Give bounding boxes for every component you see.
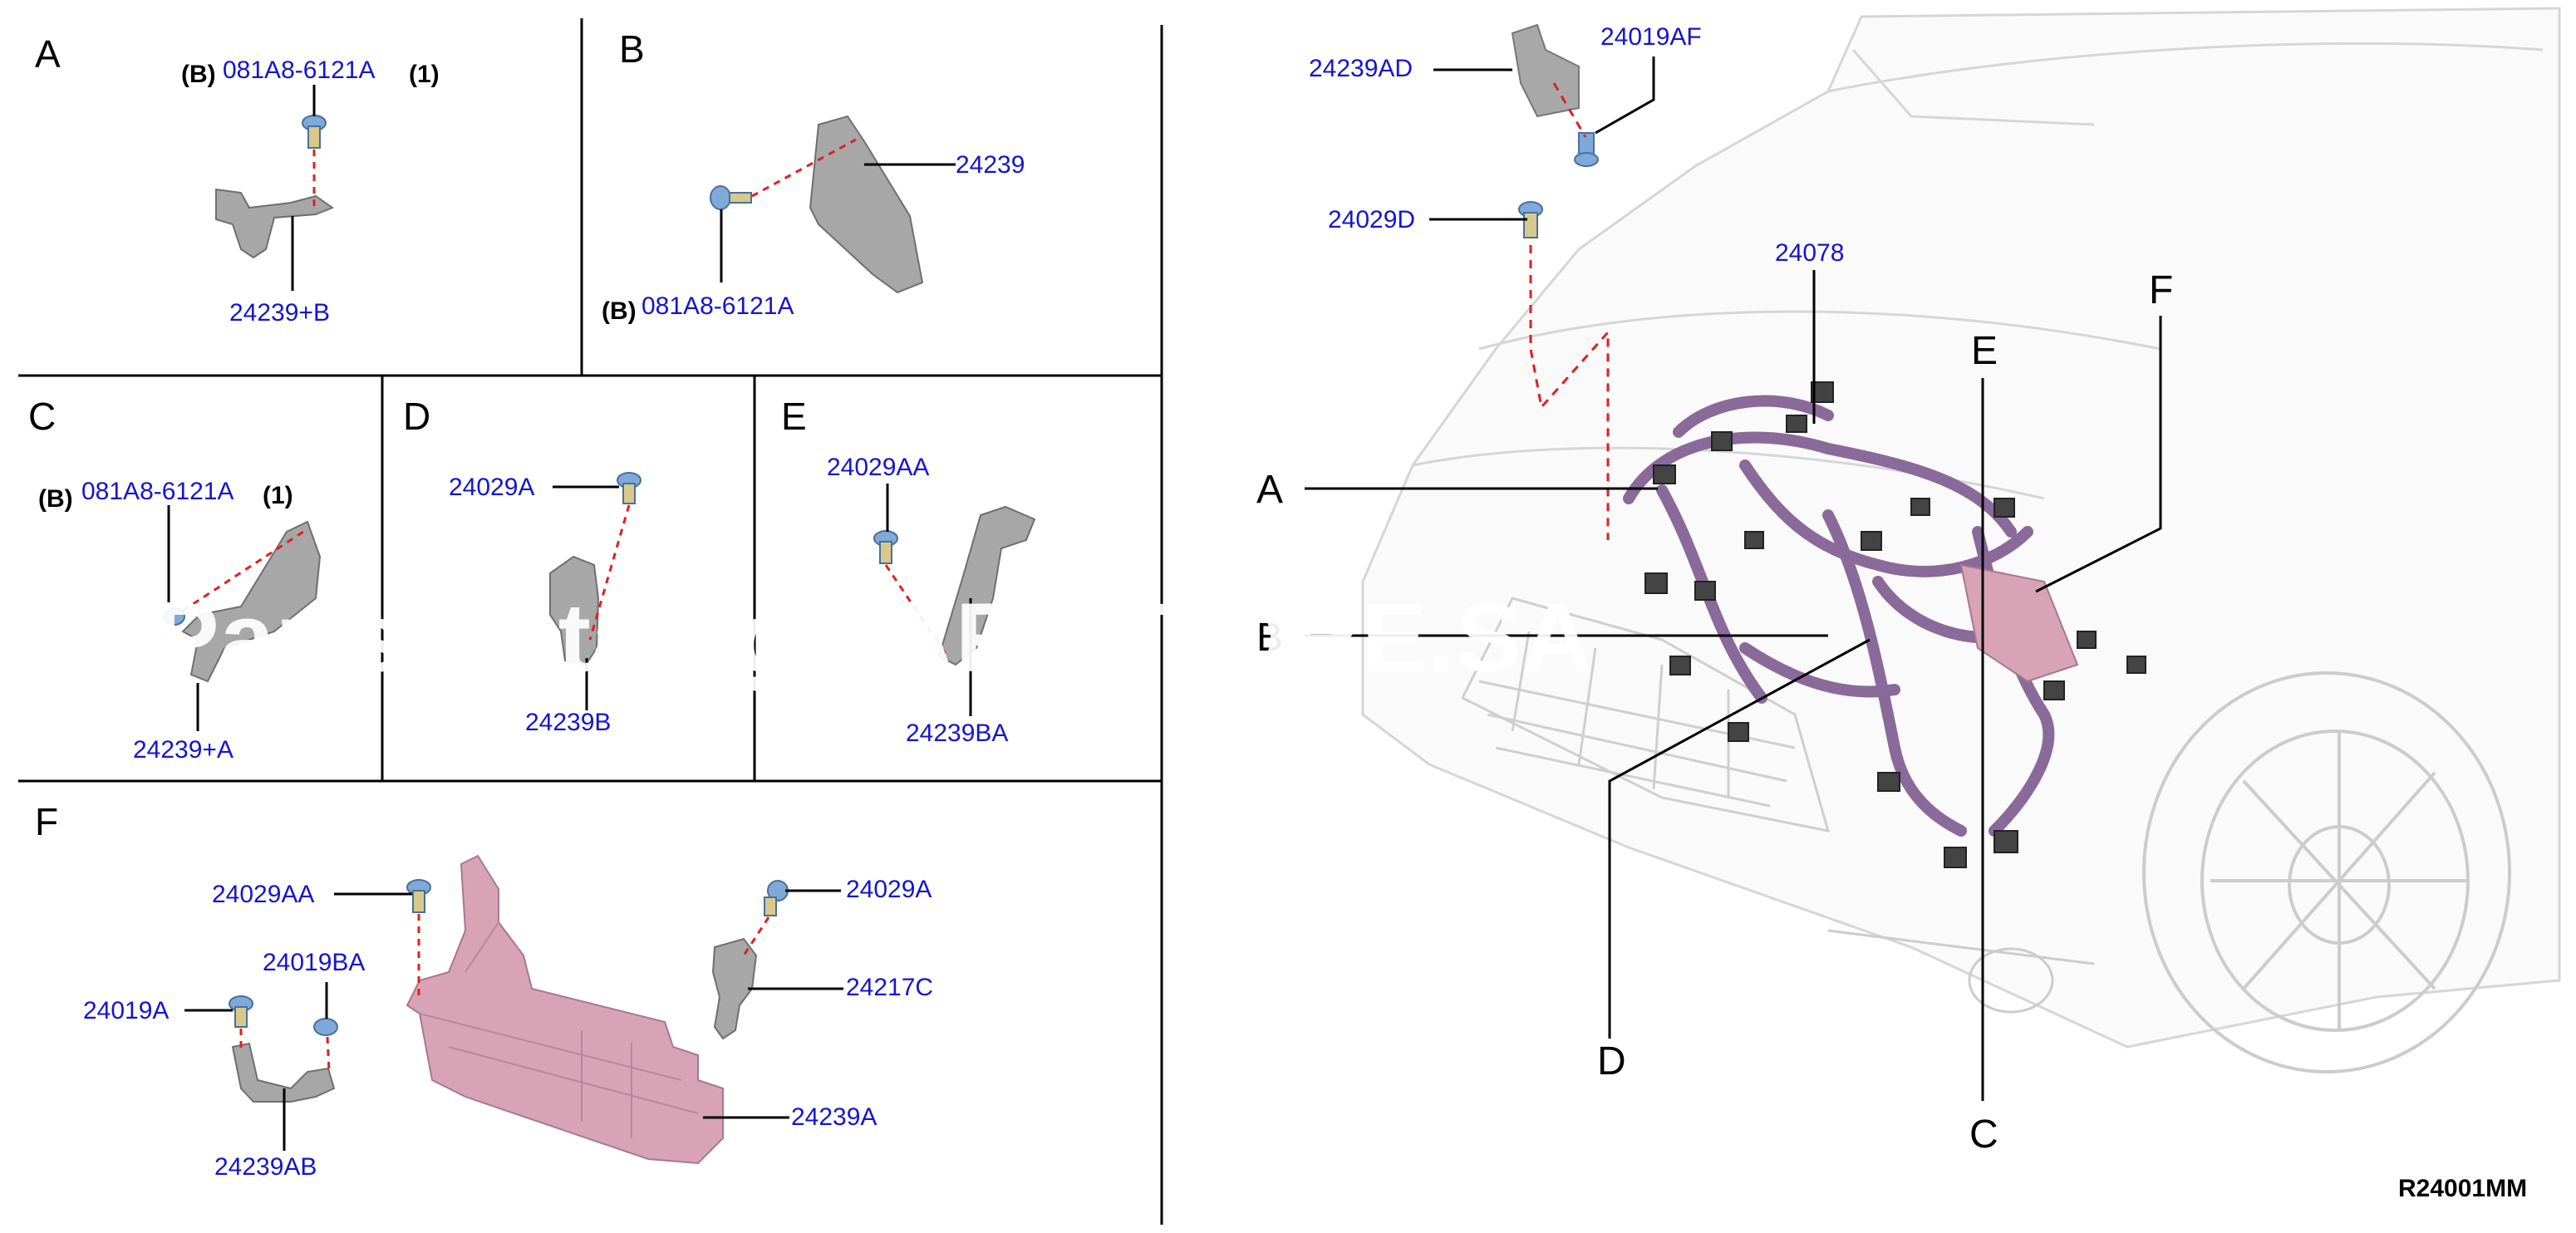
- main-dashed-leaders: [1529, 82, 1610, 540]
- panel-f-bolts: [229, 879, 789, 1036]
- panel-f-protector-details: [419, 921, 699, 1138]
- main-callout-f: F: [2149, 268, 2174, 312]
- panel-c-bolt-qty: (1): [263, 482, 293, 509]
- panel-a-label: A: [35, 32, 61, 76]
- main-top-bracket: [1511, 23, 1580, 118]
- panel-b-bracket: [809, 115, 924, 294]
- panel-a-bracket: [215, 188, 335, 259]
- panel-f-clip-bracket: [231, 1042, 336, 1103]
- panel-f-small-bracket: [711, 937, 758, 1040]
- panel-d-bolt-part[interactable]: 24029A: [449, 474, 535, 501]
- panel-f-bracket-clip[interactable]: 24239AB: [214, 1153, 317, 1181]
- main-callout-e: E: [1971, 329, 1998, 373]
- car-grille: [1460, 597, 1831, 833]
- panel-grid: [18, 18, 1163, 1225]
- panel-d-label: D: [403, 395, 431, 438]
- panel-a-bolt: [302, 115, 327, 149]
- panel-d-bolt: [617, 472, 642, 504]
- panel-d-bracket-part[interactable]: 24239B: [525, 709, 612, 736]
- diagram-reference-code: R24001MM: [2398, 1175, 2528, 1202]
- main-harness-part[interactable]: 24078: [1775, 239, 1845, 267]
- panel-b-bracket-part[interactable]: 24239: [956, 151, 1025, 179]
- panel-f-protector[interactable]: 24239A: [791, 1103, 878, 1131]
- panel-c-bolt-prefix: (B): [38, 485, 73, 513]
- panel-e-bolt: [873, 530, 898, 564]
- main-top-bolt: [1574, 132, 1599, 167]
- watermark: Parts Catalog PARTSTORE.SA: [154, 583, 1594, 693]
- panel-a-bolt-prefix: (B): [181, 61, 216, 88]
- panel-e-bracket: [937, 505, 1036, 666]
- main-callout-d: D: [1597, 1039, 1626, 1083]
- main-leaders: [1305, 56, 2162, 1101]
- main-callout-a: A: [1256, 468, 1284, 512]
- panel-f-bracket-small[interactable]: 24217C: [846, 974, 934, 1001]
- panel-b-bolt-prefix: (B): [602, 297, 637, 325]
- panel-c-bracket-part[interactable]: 24239+A: [133, 736, 234, 764]
- panel-e-label: E: [781, 395, 807, 438]
- panel-f-bolt-right[interactable]: 24029A: [846, 876, 932, 903]
- panel-c-bolt-part[interactable]: 081A8-6121A: [81, 478, 234, 505]
- panel-b-label: B: [619, 27, 645, 71]
- panel-a-bolt-part[interactable]: 081A8-6121A: [223, 56, 376, 84]
- panel-c-bolt: [164, 607, 185, 626]
- main-top-bolt-part[interactable]: 24019AF: [1600, 23, 1702, 51]
- panel-f-bolt-small[interactable]: 24019A: [83, 997, 170, 1024]
- panel-b-bolt-part[interactable]: 081A8-6121A: [642, 292, 794, 320]
- panel-a-bolt-qty: (1): [409, 61, 440, 88]
- panel-f-bolt-left-top[interactable]: 24029AA: [212, 881, 315, 908]
- panel-d-bracket: [549, 555, 600, 666]
- main-top-bracket-part[interactable]: 24239AD: [1309, 55, 1413, 82]
- harness-connectors: [1644, 381, 2146, 868]
- car-wheel: [2142, 671, 2511, 1073]
- panel-e-bracket-part[interactable]: 24239BA: [906, 720, 1009, 747]
- harness-main-protector: [1959, 563, 2079, 683]
- main-callout-b: B: [1256, 616, 1284, 660]
- car-body-outline: [1361, 7, 2561, 1049]
- car-fog-lamp: [1827, 929, 2095, 1014]
- panel-e-bolt-part[interactable]: 24029AA: [827, 454, 930, 481]
- main-side-bolt-part[interactable]: 24029D: [1328, 206, 1416, 233]
- panel-c-label: C: [28, 395, 57, 438]
- panel-f-label: F: [35, 800, 59, 843]
- main-callout-c: C: [1969, 1113, 1998, 1157]
- panel-f-protector: [406, 854, 724, 1165]
- panel-b-bolt: [710, 185, 752, 210]
- panel-c-bracket: [181, 520, 322, 683]
- panel-f-bolt-clip[interactable]: 24019BA: [263, 949, 366, 976]
- panel-a-bracket-part[interactable]: 24239+B: [229, 299, 330, 327]
